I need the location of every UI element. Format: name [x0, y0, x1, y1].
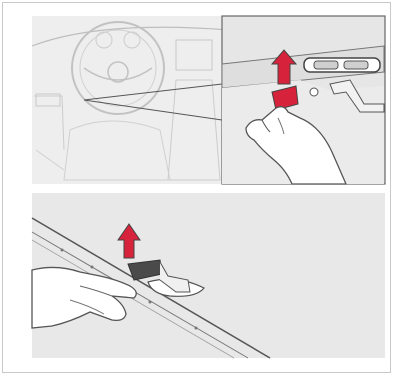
safety-catch-release-panel — [32, 193, 385, 358]
hood-release-detail-panel — [222, 16, 385, 184]
dashboard-overview-panel — [32, 16, 230, 184]
